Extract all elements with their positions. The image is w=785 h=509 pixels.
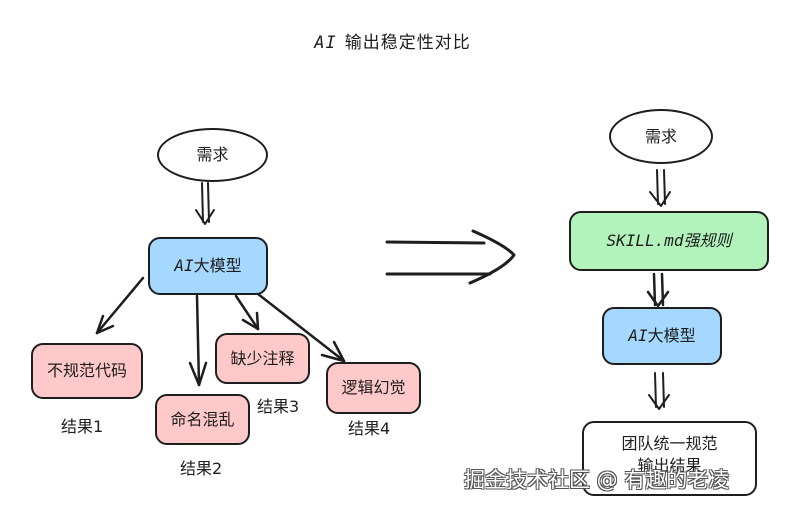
arrow-model-to-result3 [234,294,260,331]
right-model-node: AI大模型 [602,307,722,365]
title-text: 输出稳定性对比 [344,33,471,53]
result4-caption: 结果4 [348,419,391,438]
left-model-label: 大模型 [193,256,242,276]
output-line1: 团队统一规范 [621,434,718,453]
arrow-model-to-result1 [95,276,145,335]
double-arrow-right-2 [646,272,670,308]
left-requirement-node: 需求 [157,128,268,182]
result3-node: 缺少注释 [215,333,310,384]
double-arrow-right-3 [648,372,670,410]
result4-label: 逻辑幻觉 [341,378,406,398]
output-line2: 输出结果 [637,455,702,475]
arrow-model-to-result4 [256,292,346,363]
left-model-ai-prefix: AI [174,256,194,276]
result1-node: 不规范代码 [31,343,143,399]
arrow-model-to-result2 [188,294,208,387]
right-model-ai-prefix: AI [628,326,648,346]
result2-node: 命名混乱 [155,394,250,445]
result1-caption: 结果1 [61,417,104,436]
result2-caption: 结果2 [180,459,223,478]
rules-node: SKILL.md强规则 [569,211,769,271]
result1-label: 不规范代码 [46,361,127,381]
left-requirement-label: 需求 [196,145,229,165]
result2-label: 命名混乱 [170,409,235,429]
double-arrow-left-1 [195,182,215,225]
big-comparison-arrow [385,229,516,285]
rules-label: SKILL.md强规则 [606,231,732,251]
result3-caption: 结果3 [257,397,300,416]
diagram-title: AI 输出稳定性对比 [0,28,785,53]
result4-node: 逻辑幻觉 [326,362,421,414]
left-model-node: AI大模型 [148,237,268,295]
result3-label: 缺少注释 [230,348,295,368]
title-ai-prefix: AI [314,33,337,53]
double-arrow-right-1 [649,169,671,207]
right-model-label: 大模型 [647,326,696,346]
unified-output-node: 团队统一规范 输出结果 [582,421,757,496]
right-requirement-label: 需求 [644,126,677,146]
right-requirement-node: 需求 [609,109,713,164]
watermark: 掘金技术社区 @ 有趣的老凌 [464,468,730,492]
